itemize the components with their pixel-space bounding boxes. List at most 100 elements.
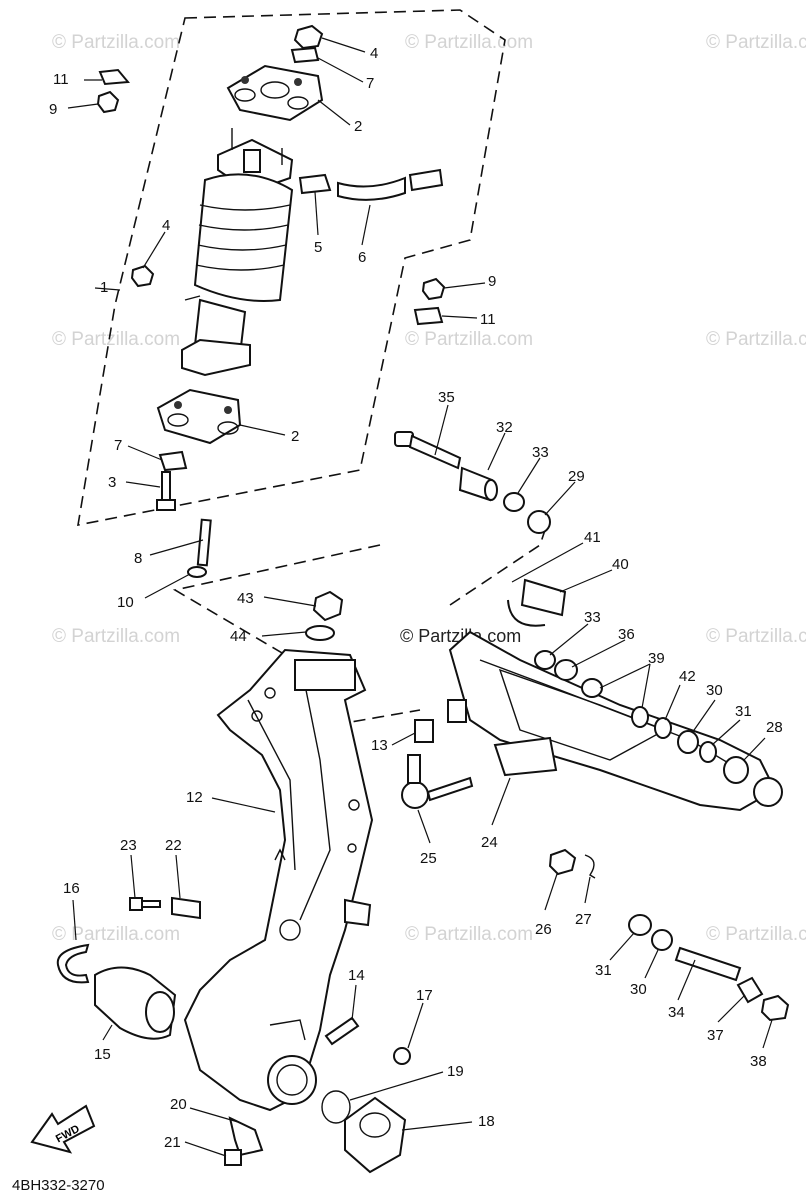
callout-19: 19	[447, 1063, 464, 1080]
lower-mount-plate	[156, 388, 242, 445]
callout-23: 23	[120, 837, 137, 854]
part-31	[699, 741, 717, 763]
callout-22: 22	[165, 837, 182, 854]
callout-34: 34	[668, 1004, 685, 1021]
callout-36: 36	[618, 626, 635, 643]
callout-27: 27	[575, 911, 592, 928]
callout-18: 18	[478, 1113, 495, 1130]
callout-35: 35	[438, 389, 455, 406]
circlip-16	[56, 943, 90, 984]
callout-1: 1	[100, 279, 108, 296]
watermark: © Partzilla.com	[52, 32, 180, 53]
clip-22	[171, 896, 201, 920]
stud-8	[196, 518, 212, 567]
upper-mount-plate	[226, 64, 324, 122]
watermark: © Partzilla.com	[405, 32, 533, 53]
nut-38	[760, 994, 790, 1022]
callout-33-top: 33	[532, 444, 549, 461]
nut-9-left	[96, 90, 120, 114]
callout-15: 15	[94, 1046, 111, 1063]
bushing-33-top	[503, 492, 525, 512]
oring-17	[393, 1047, 411, 1065]
part-39b	[631, 706, 649, 728]
callout-30-top: 30	[706, 682, 723, 699]
center-watermark: © Partzilla.com	[400, 626, 521, 646]
nut-26	[548, 848, 577, 876]
callout-10: 10	[117, 594, 134, 611]
callout-21: 21	[164, 1134, 181, 1151]
callout-4-top: 4	[370, 45, 378, 62]
shock-assembly-outline	[77, 9, 506, 527]
watermark: © Partzilla.com	[405, 924, 533, 945]
clip-7-bottom	[158, 450, 188, 472]
watermark: © Partzilla.com	[405, 329, 533, 350]
callout-31-bottom: 31	[595, 962, 612, 979]
washer-44	[305, 625, 335, 641]
screw-14	[324, 1016, 360, 1046]
bolt-35	[394, 431, 462, 470]
callout-42: 42	[679, 668, 696, 685]
callout-13: 13	[371, 737, 388, 754]
callout-11-right: 11	[480, 311, 496, 328]
nut-4-top	[293, 24, 324, 50]
callout-28: 28	[766, 719, 783, 736]
callout-4-mid: 4	[162, 217, 170, 234]
callout-2-top: 2	[354, 118, 362, 135]
leader-lines	[67, 37, 773, 1157]
part-30	[677, 730, 699, 754]
washer-31-bottom	[628, 914, 652, 936]
collar-32	[458, 466, 498, 502]
callout-29: 29	[568, 468, 585, 485]
breather-hose	[298, 168, 444, 201]
callout-7-bottom: 7	[114, 437, 122, 454]
callout-7-top: 7	[366, 75, 374, 92]
callout-26: 26	[535, 921, 552, 938]
callout-11-left: 11	[53, 71, 69, 88]
callout-37: 37	[707, 1027, 724, 1044]
relay-arm	[447, 630, 777, 812]
callout-25: 25	[420, 850, 437, 867]
fwd-arrow-icon: FWD	[30, 1104, 96, 1154]
watermark: © Partzilla.com	[706, 626, 806, 647]
bolt-23	[129, 897, 161, 911]
callout-2-bottom: 2	[291, 428, 299, 445]
watermark: © Partzilla.com	[52, 626, 180, 647]
callout-6: 6	[358, 249, 366, 266]
callout-30-bottom: 30	[630, 981, 647, 998]
nut-9-right	[421, 277, 446, 301]
nut-4-mid	[130, 264, 155, 288]
clip-7-top	[290, 46, 320, 64]
bolt-34	[674, 946, 742, 982]
callout-38: 38	[750, 1053, 767, 1070]
callout-24: 24	[481, 834, 498, 851]
callout-31-top: 31	[735, 703, 752, 720]
part-39	[581, 678, 603, 698]
part-37	[736, 976, 764, 1004]
tie-rod-25	[401, 754, 474, 809]
collar-30-bottom	[651, 929, 673, 951]
arm-link-outline	[449, 529, 546, 606]
nut-43	[312, 590, 344, 622]
part-28	[723, 756, 749, 784]
plug-18	[344, 1096, 407, 1174]
clip-11-right	[413, 306, 444, 326]
callout-5: 5	[314, 239, 322, 256]
callout-16: 16	[63, 880, 80, 897]
bushing-33-mid	[534, 650, 556, 670]
callout-44: 44	[230, 628, 247, 645]
callout-labels: 1 2 2 3 4 4 5 6 7 7 8 9 9 10 11 11 12 13…	[49, 45, 783, 1151]
oring-19	[321, 1090, 351, 1124]
washer-10	[187, 566, 207, 578]
bolt-3	[156, 471, 176, 511]
diagram-code: 4BH332-3270	[12, 1177, 105, 1194]
callout-20: 20	[170, 1096, 187, 1113]
callout-9-right: 9	[488, 273, 496, 290]
end-bush	[753, 777, 783, 807]
watermark: © Partzilla.com	[706, 329, 806, 350]
callout-14: 14	[348, 967, 365, 984]
part-13	[414, 719, 434, 743]
bearing-15	[94, 966, 177, 1040]
shock-absorber	[181, 128, 294, 377]
callout-43: 43	[237, 590, 254, 607]
